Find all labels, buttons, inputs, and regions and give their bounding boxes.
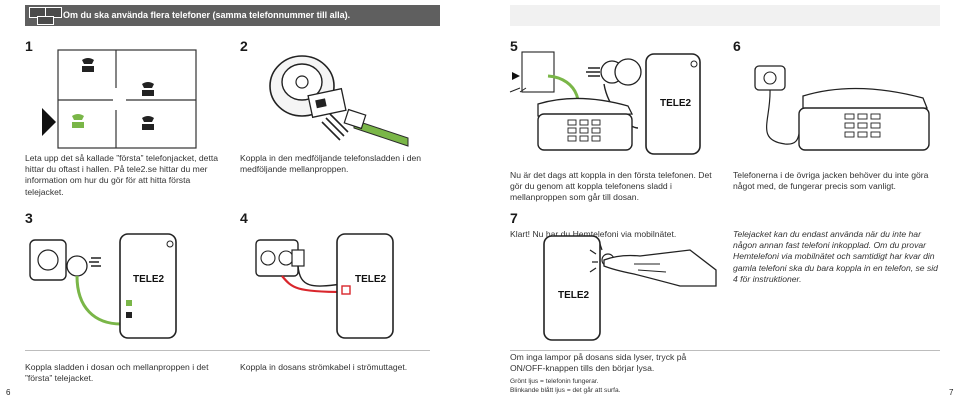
step-text: Koppla sladden i dosan och mellanproppen… [25, 362, 209, 384]
brand-logo: TELE2 [133, 274, 165, 285]
step-text: Koppla in dosans strömkabel i strömuttag… [240, 362, 408, 372]
step-number: 4 [240, 210, 248, 226]
brand-logo: TELE2 [355, 274, 387, 285]
phone-icon [37, 16, 54, 25]
floor-plan-illustration [42, 49, 197, 149]
banner-title: Om du ska använda flera telefoner (samma… [63, 10, 351, 20]
phone-router-connection-illustration: TELE2 [509, 51, 701, 155]
note-text: Telejacket kan du endast använda när du … [733, 229, 938, 284]
other-phone-illustration [754, 65, 930, 151]
lamp-instruction-text: Om inga lampor på dosans sida lyser, try… [510, 352, 687, 374]
step-number: 2 [240, 38, 248, 54]
page-number: 7 [949, 388, 954, 397]
step-text: Klart! Nu har du Hemtelefoni via mobilnä… [510, 229, 677, 239]
legend-blue: Blinkande blått ljus = det går att surfa… [510, 387, 621, 394]
brand-logo: TELE2 [660, 98, 692, 109]
step-text: Leta upp det så kallade ”första” telefon… [25, 153, 219, 197]
step-text: Telefonerna i de övriga jacken behöver d… [733, 170, 929, 192]
jack-and-router-illustration: TELE2 [29, 233, 177, 339]
banner: Om du ska använda flera telefoner (samma… [25, 5, 440, 26]
step-text: Koppla in den medföljande telefonsladden… [240, 153, 422, 175]
legend-green: Grönt ljus = telefonin fungerar. [510, 378, 599, 385]
on-off-button-illustration: TELE2 [543, 235, 717, 341]
brand-logo: TELE2 [558, 290, 590, 301]
divider [25, 350, 430, 351]
plug-adapter-illustration [269, 55, 409, 147]
step-number: 5 [510, 38, 518, 54]
step-text: Nu är det dags att koppla in den första … [510, 170, 712, 203]
step-number: 7 [510, 210, 518, 226]
power-outlet-illustration: TELE2 [255, 233, 394, 339]
step-number: 6 [733, 38, 741, 54]
header-bar [510, 5, 940, 26]
step-number: 1 [25, 38, 33, 54]
divider [510, 350, 940, 351]
step-number: 3 [25, 210, 33, 226]
page-number: 6 [6, 388, 11, 397]
